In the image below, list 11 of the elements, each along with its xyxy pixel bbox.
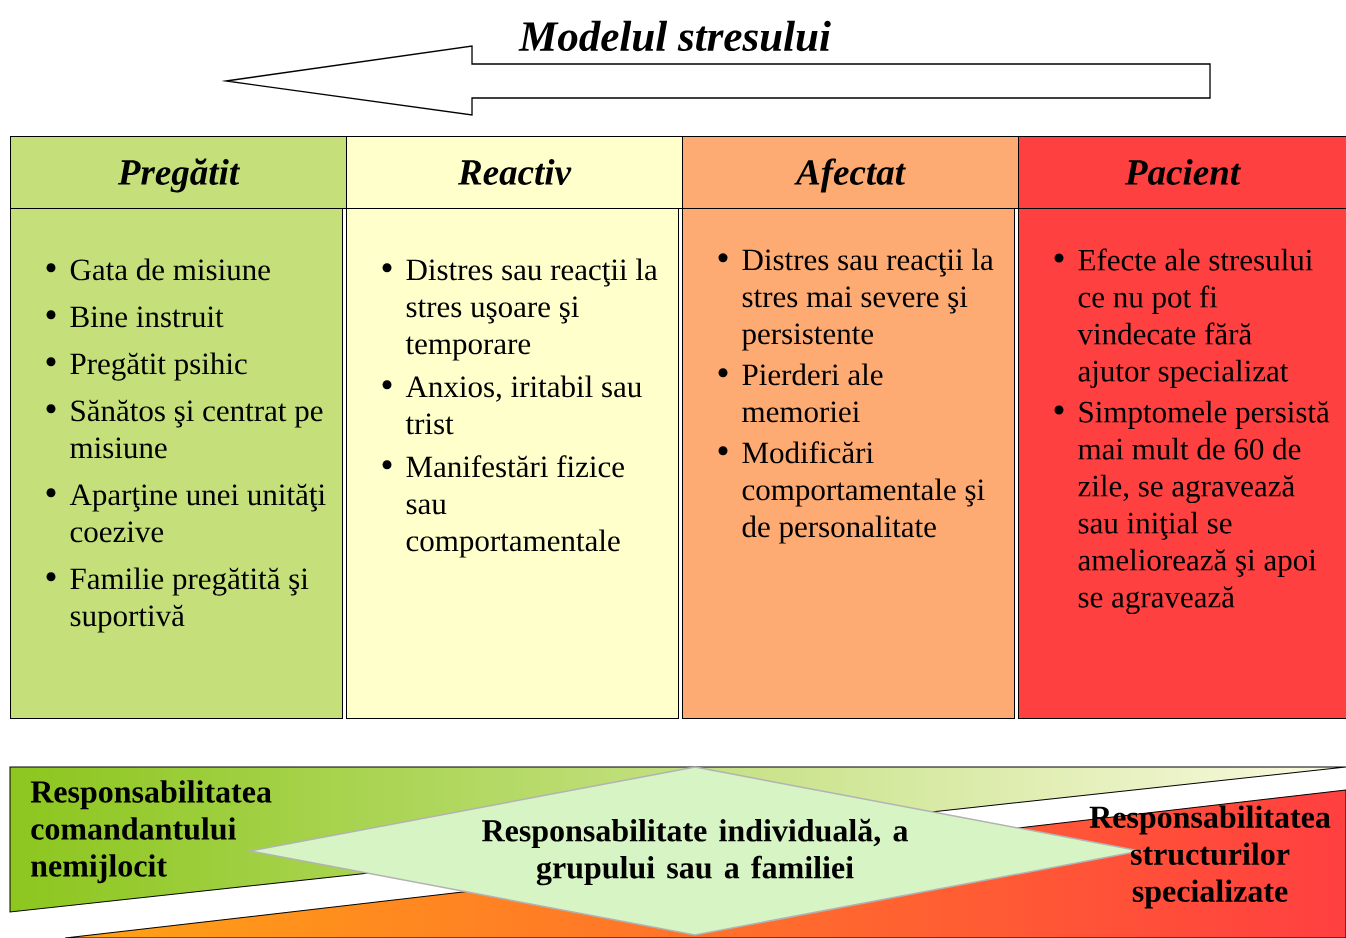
column-header: Pacient bbox=[1018, 136, 1346, 209]
responsibility-label: Responsabilitatea structurilor specializate bbox=[1089, 805, 1331, 909]
title: Modelul stresului bbox=[518, 20, 831, 52]
node-label: Simptomele persistă mai mult de 60 de zile, se agravează sau iniţial se ameliorează şi apoi se agravează bbox=[1078, 400, 1330, 615]
responsibility-label: Responsabilitate individuală, a grupului sau a familiei bbox=[482, 818, 908, 886]
responsibility-label: Responsabilitatea comandantului nemijlocit bbox=[30, 780, 272, 884]
column-header: Reactiv bbox=[346, 136, 683, 209]
column-header: Afectat bbox=[682, 136, 1019, 209]
column-header: Pregătit bbox=[10, 136, 347, 209]
node-label: Pacient bbox=[1124, 158, 1241, 185]
node-label: Efecte ale stresului ce nu pot fi vindecate fără ajutor specializat bbox=[1077, 248, 1313, 388]
